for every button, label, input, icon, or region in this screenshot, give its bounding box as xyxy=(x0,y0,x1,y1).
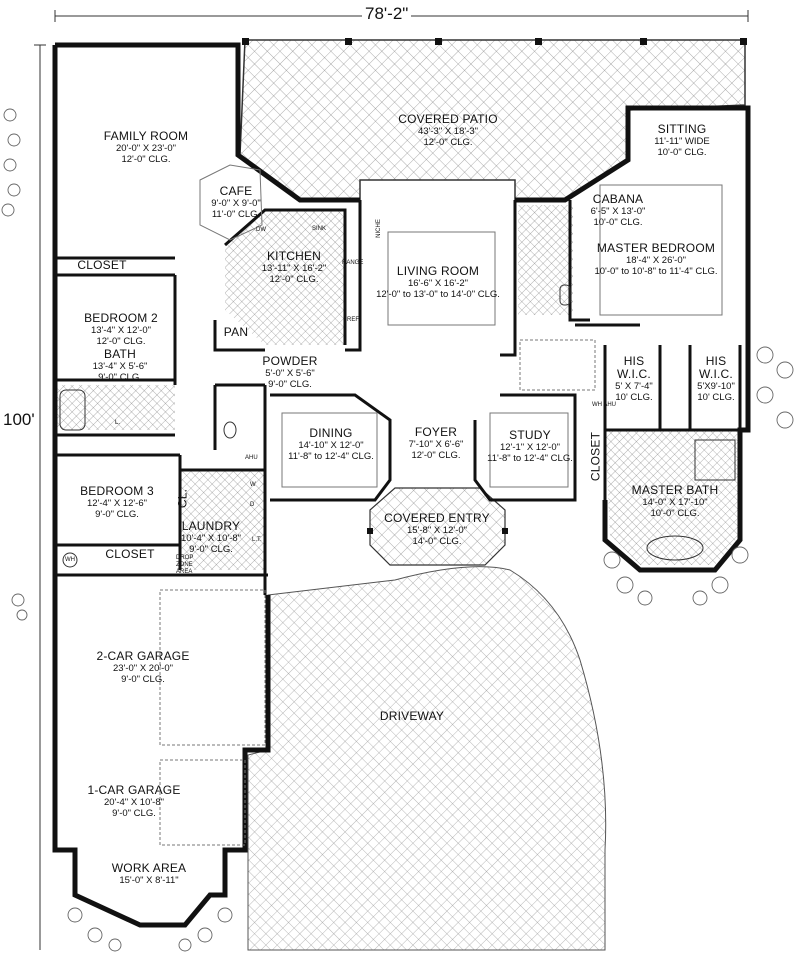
work-area-label: WORK AREA 15'-0" X 8'-11" xyxy=(111,861,187,887)
drop-zone-tag: DROP ZONE AREA xyxy=(176,555,194,575)
laundry-floor xyxy=(180,470,265,570)
kitchen-label: KITCHEN 13'-11" X 16'-2" 12'-0" CLG. xyxy=(261,249,327,286)
depth-dimension: 100' xyxy=(0,410,38,430)
study-label: STUDY 12'-1" X 12'-0" 11'-8" to 12'-4" C… xyxy=(487,428,573,465)
covered-entry-area xyxy=(369,487,506,566)
wh-ahu-tag: WH AHU xyxy=(592,402,616,408)
cabana-floor xyxy=(518,205,573,315)
lt-tag: L.T. xyxy=(252,537,262,543)
dw-tag: DW xyxy=(256,227,266,233)
wh-tag: WH xyxy=(65,557,75,563)
covered-patio-label: COVERED PATIO 43'-3" X 18'-3" 12'-0" CLG… xyxy=(398,112,498,149)
family-room-label: FAMILY ROOM 20'-0" X 23'-0" 12'-0" CLG. xyxy=(103,129,189,166)
foyer-label: FOYER 7'-10" X 6'-6" 12'-0" CLG. xyxy=(408,425,464,462)
driveway-area xyxy=(247,566,607,951)
closet-study-label: CLOSET xyxy=(588,431,603,482)
his-wic-2-label: HIS W.I.C. 5'X9'-10" 10' CLG. xyxy=(697,354,735,404)
covered-entry-label: COVERED ENTRY 15'-8" X 12'-0" 14'-0" CLG… xyxy=(384,511,490,548)
closet-bottom-label: CLOSET xyxy=(105,547,155,561)
master-bath-label: MASTER BATH 14'-0" X 17'-10" 10'-0" CLG. xyxy=(631,483,719,520)
pan-label: PAN xyxy=(223,325,249,339)
range-tag: RANGE xyxy=(342,260,364,266)
master-bedroom-label: MASTER BEDROOM 18'-4" X 26'-0" 10'-0" to… xyxy=(594,241,718,278)
garage1-label: 1-CAR GARAGE 20'-4" X 10'-8" 9'-0" CLG. xyxy=(87,783,181,820)
width-dimension: 78'-2" xyxy=(362,4,412,24)
cabana-label: CABANA 6'-5" X 13'-0" 10'-0" CLG. xyxy=(590,192,646,229)
his-wic-1-label: HIS W.I.C. 5' X 7'-4" 10' CLG. xyxy=(615,354,653,404)
bath-label: BATH 13'-4" X 5'-6" 9'-0" CLG. xyxy=(92,347,148,384)
sitting-label: SITTING 11'-11" WIDE 10'-0" CLG. xyxy=(654,122,710,159)
garage2-label: 2-CAR GARAGE 23'-0" X 20'-0" 9'-0" CLG. xyxy=(96,649,190,686)
cafe-label: CAFE 9'-0" X 9'-0" 11'-0" CLG. xyxy=(211,184,261,221)
dining-label: DINING 14'-10" X 12'-0" 11'-8" to 12'-4"… xyxy=(288,426,374,463)
bedroom2-label: BEDROOM 2 13'-4" X 12'-0" 12'-0" CLG. xyxy=(84,311,158,348)
l-tag: L. xyxy=(115,420,121,426)
ref-tag: REF. xyxy=(347,317,361,323)
kitchen-floor xyxy=(225,210,345,345)
niche-tag: NICHE xyxy=(375,219,382,238)
master-bath-floor xyxy=(605,430,740,565)
closet-top-label: CLOSET xyxy=(77,258,127,272)
bath-floor xyxy=(55,385,175,430)
bedroom3-label: BEDROOM 3 12'-4" X 12'-6" 9'-0" CLG. xyxy=(80,484,154,521)
laundry-label: LAUNDRY 10'-4" X 10'-8" 9'-0" CLG. xyxy=(180,519,242,556)
ahu-tag: AHU xyxy=(245,455,258,461)
cl-label: CL. xyxy=(175,488,190,509)
powder-label: POWDER 5'-0" X 5'-6" 9'-0" CLG. xyxy=(262,354,318,391)
sink-tag: SINK xyxy=(312,226,327,232)
d-tag: D xyxy=(250,502,255,508)
w-tag: W xyxy=(250,482,256,488)
driveway-label: DRIVEWAY xyxy=(379,709,445,723)
living-room-label: LIVING ROOM 16'-6" X 16'-2" 12'-0" to 13… xyxy=(376,264,500,301)
